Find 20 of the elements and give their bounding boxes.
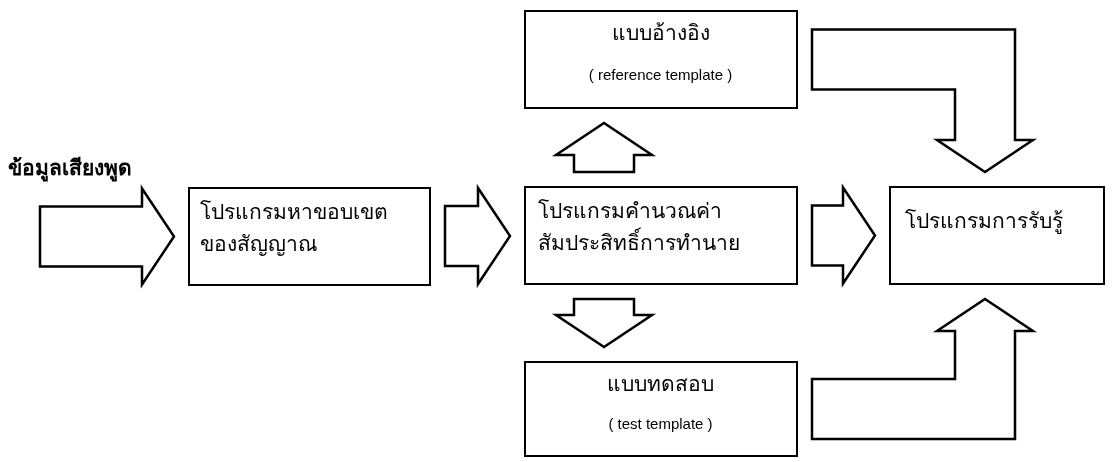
process-box [524,186,798,285]
box-label: โปรแกรมคำนวณค่าสัมประสิทธิ์การทำนาย [538,198,741,257]
process-box [889,186,1105,285]
box-label: โปรแกรมหาขอบเขตของสัญญาณ [200,199,389,258]
block-arrow [810,297,1038,441]
edge-label: ข้อมูลเสียงพูด [8,154,132,182]
block-arrow [38,184,176,289]
block-arrow [443,183,512,289]
process-box [524,10,798,109]
box-label: แบบทดสอบ [606,371,715,398]
box-subtitle: ( reference template ) [587,65,734,85]
process-box [188,187,431,286]
box-subtitle: ( test template ) [607,414,714,434]
process-box [524,361,798,457]
block-arrow [810,183,877,288]
box-label: โปรแกรมการรับรู้ [905,208,1064,236]
block-arrow [551,121,657,174]
block-arrow [810,28,1038,174]
block-arrow [551,297,657,349]
box-label: แบบอ้างอิง [610,20,711,47]
